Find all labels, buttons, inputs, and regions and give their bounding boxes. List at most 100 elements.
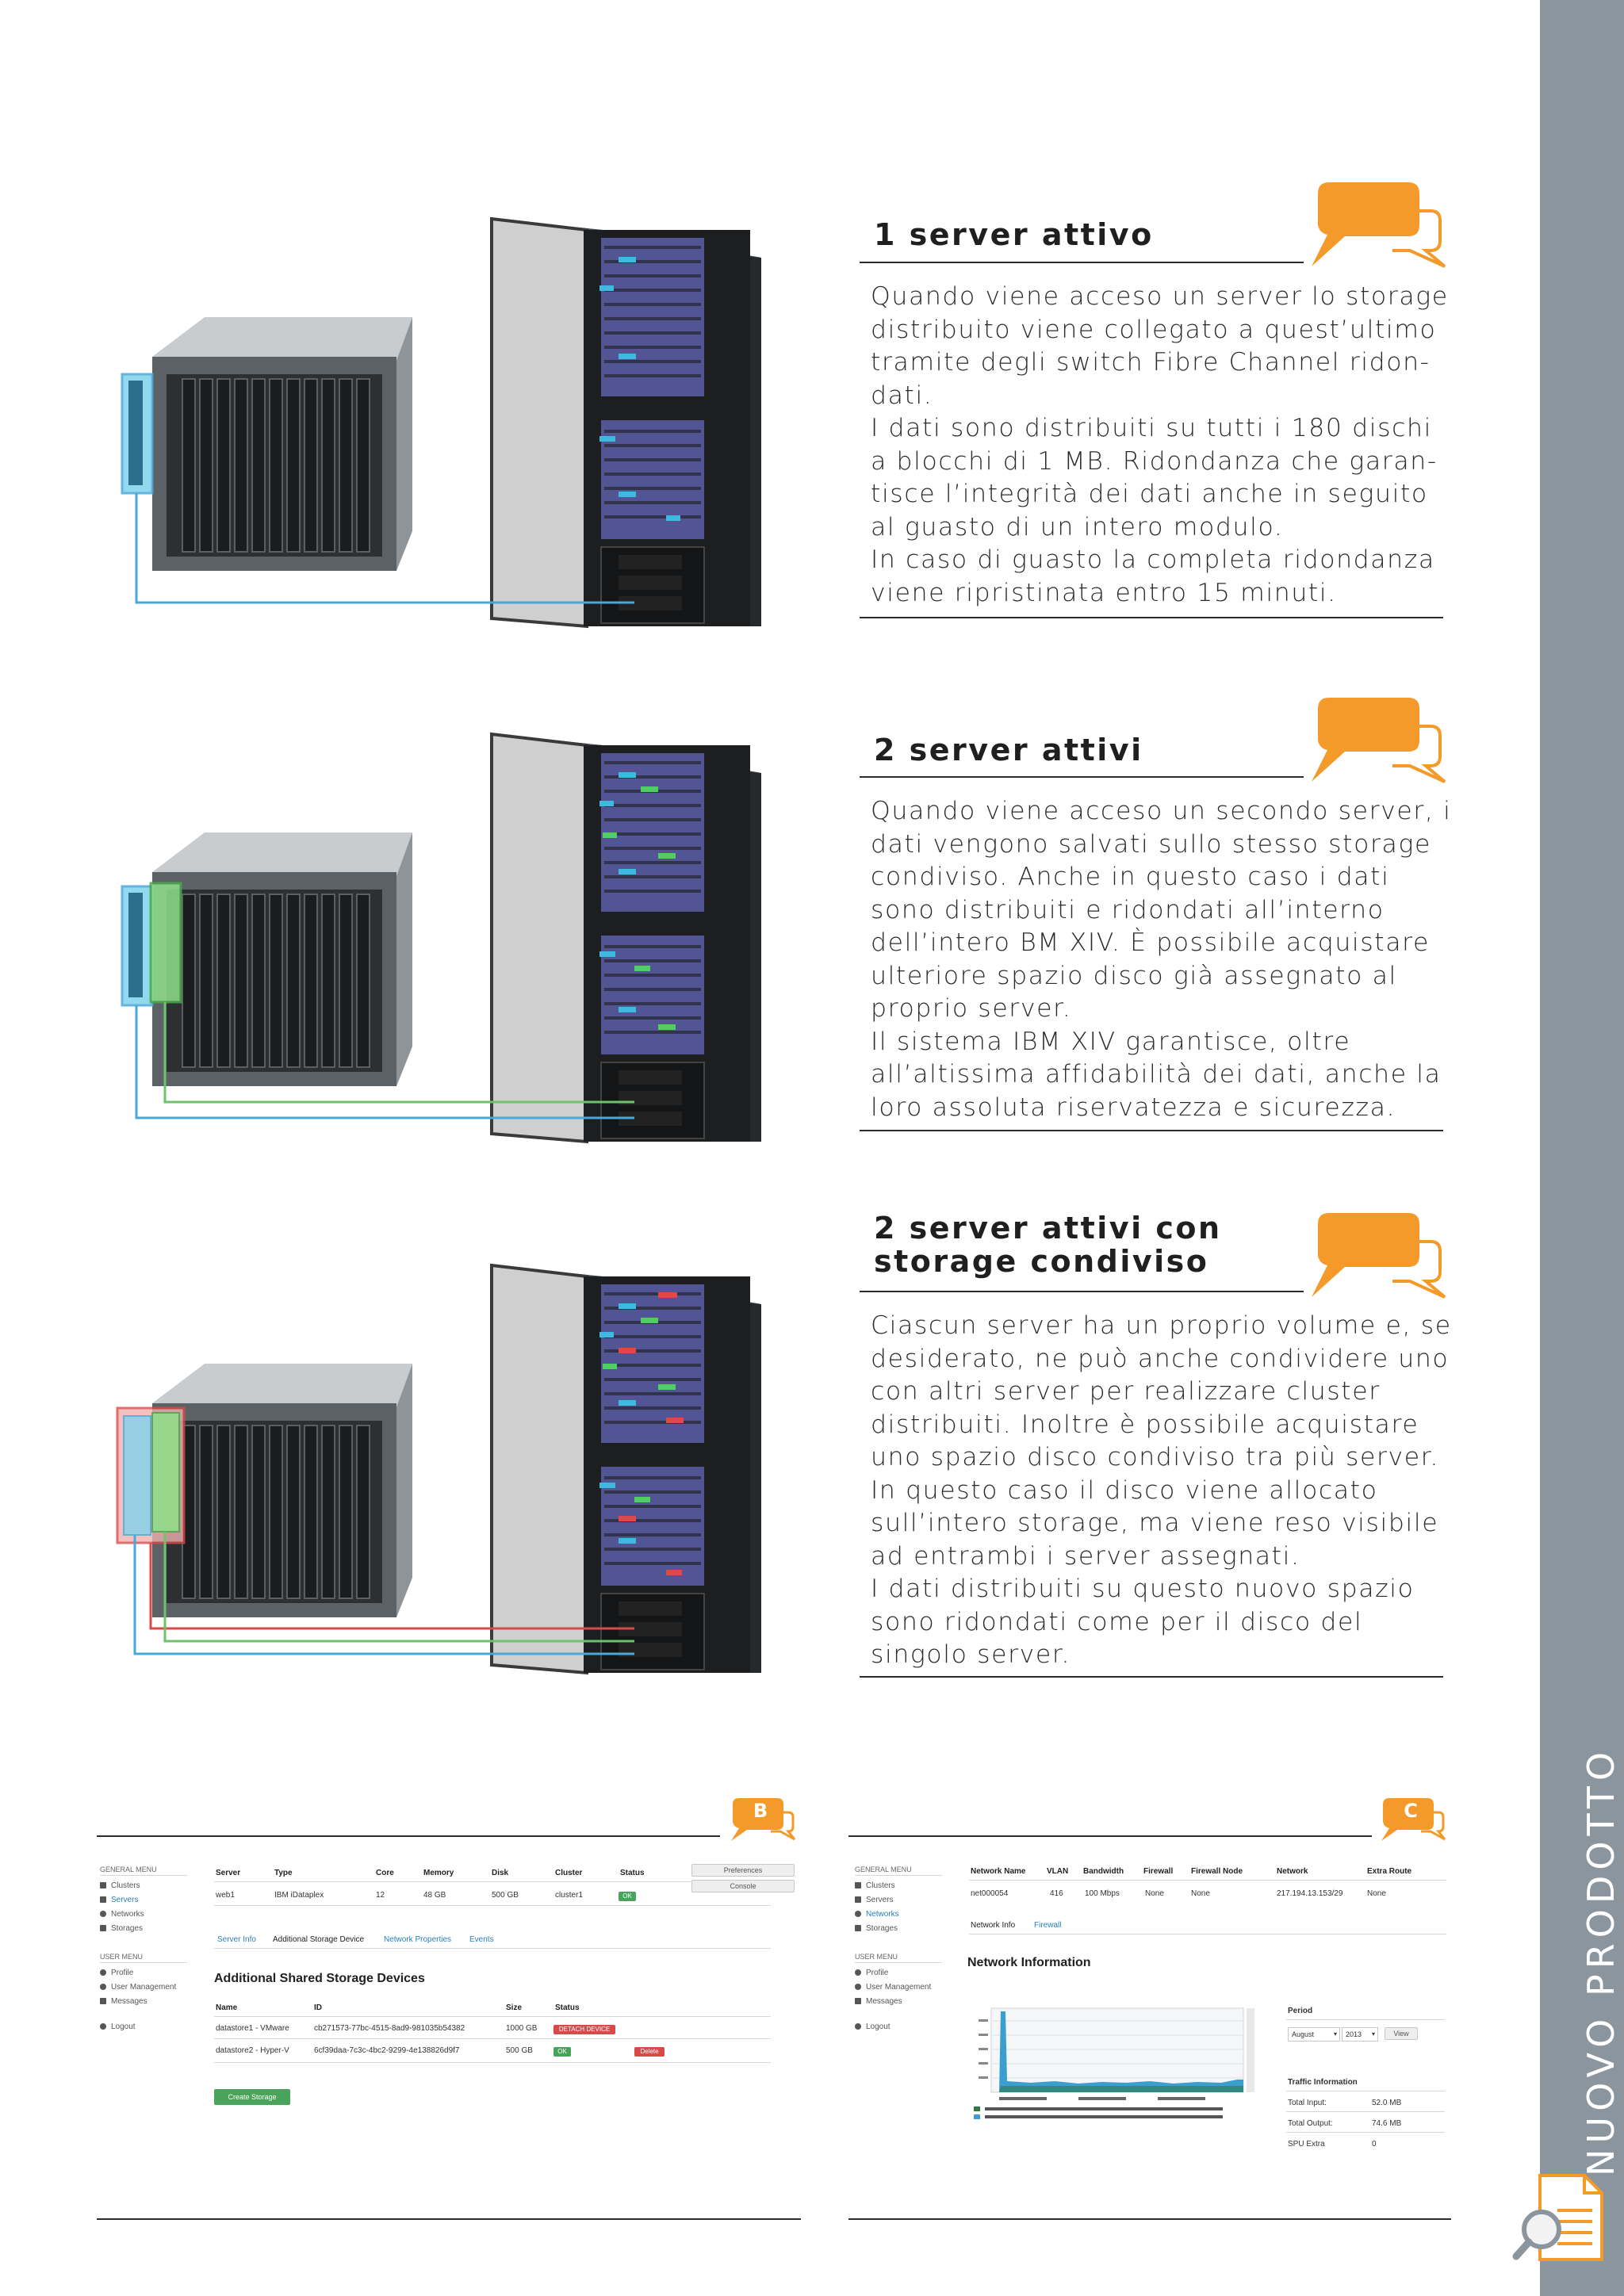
section-3-body: Ciascun server ha un proprio volume e, s… bbox=[871, 1311, 1452, 1669]
clusters-icon bbox=[100, 1882, 106, 1888]
server-row-core: 12 bbox=[376, 1891, 385, 1900]
section-3-title: 2 server attivi con storage condiviso bbox=[874, 1211, 1222, 1279]
tab-network-info[interactable]: Network Info bbox=[971, 1921, 1016, 1930]
user-management-icon bbox=[100, 1984, 106, 1990]
storage-row-1-id: cb271573-77bc-4515-8ad9-981035b54382 bbox=[314, 2024, 465, 2033]
storage-row-1-name[interactable]: datastore1 - VMware bbox=[216, 2024, 289, 2033]
menu-user-management[interactable]: User Management bbox=[100, 1983, 176, 1992]
network-row-vlan: 416 bbox=[1050, 1889, 1063, 1898]
tab-events[interactable]: Events bbox=[469, 1935, 494, 1944]
col-network-name: Network Name bbox=[971, 1867, 1026, 1876]
menu-servers[interactable]: Servers bbox=[100, 1896, 138, 1904]
total-input-label: Total Input: bbox=[1288, 2099, 1327, 2107]
networks-icon bbox=[100, 1911, 106, 1917]
section-1-bottom-rule bbox=[860, 617, 1443, 618]
detach-device-button[interactable]: DETACH DEVICE bbox=[553, 2025, 615, 2034]
panel-c-top-rule bbox=[848, 1835, 1372, 1837]
menu-clusters[interactable]: Clusters bbox=[855, 1881, 895, 1890]
section-2-title-rule bbox=[860, 776, 1304, 778]
server-row-disk: 500 GB bbox=[492, 1891, 519, 1900]
delete-button[interactable]: Delete bbox=[634, 2047, 665, 2057]
menu-storages[interactable]: Storages bbox=[100, 1924, 143, 1933]
server-row-type: IBM iDataplex bbox=[274, 1891, 324, 1900]
storage-row-1-size: 1000 GB bbox=[506, 2024, 538, 2033]
network-row-firewall-node: None bbox=[1191, 1889, 1210, 1898]
section-3-bottom-rule bbox=[860, 1676, 1443, 1678]
period-month-select[interactable]: August▾ bbox=[1288, 2027, 1340, 2042]
network-info-heading: Network Information bbox=[967, 1956, 1091, 1969]
menu-user-management[interactable]: User Management bbox=[855, 1983, 931, 1992]
menu-storages[interactable]: Storages bbox=[855, 1924, 898, 1933]
tab-additional-storage-device[interactable]: Additional Storage Device bbox=[273, 1935, 365, 1944]
servers-icon bbox=[855, 1896, 861, 1903]
logout-icon bbox=[855, 2023, 861, 2030]
traffic-chart bbox=[967, 2003, 1269, 2122]
col-status: Status bbox=[620, 1869, 645, 1877]
general-menu-header: GENERAL MENU bbox=[100, 1866, 157, 1873]
side-label: NUOVO PRODOTTO bbox=[1580, 1746, 1622, 2176]
storage-row-2-name[interactable]: datastore2 - Hyper-V bbox=[216, 2046, 289, 2055]
network-row-extra-route: None bbox=[1367, 1889, 1386, 1898]
menu-logout[interactable]: Logout bbox=[100, 2022, 136, 2031]
menu-profile[interactable]: Profile bbox=[855, 1969, 888, 1977]
server-storage-illustration-3 bbox=[116, 1263, 761, 1675]
panel-b-bottom-rule bbox=[97, 2218, 801, 2220]
total-input-value: 52.0 MB bbox=[1372, 2099, 1402, 2107]
col-vlan: VLAN bbox=[1047, 1867, 1069, 1876]
server-storage-illustration-1 bbox=[121, 216, 761, 629]
networks-icon bbox=[855, 1911, 861, 1917]
period-year-select[interactable]: 2013▾ bbox=[1342, 2027, 1378, 2042]
col-network: Network bbox=[1277, 1867, 1308, 1876]
section-2-bottom-rule bbox=[860, 1130, 1443, 1131]
menu-servers[interactable]: Servers bbox=[855, 1896, 893, 1904]
menu-clusters[interactable]: Clusters bbox=[100, 1881, 140, 1890]
spu-extra-value: 0 bbox=[1372, 2140, 1377, 2149]
chevron-down-icon: ▾ bbox=[1333, 2030, 1337, 2038]
col-storage-name: Name bbox=[216, 2003, 238, 2012]
col-memory: Memory bbox=[423, 1869, 454, 1877]
profile-icon bbox=[855, 1969, 861, 1976]
server-row-name[interactable]: web1 bbox=[216, 1891, 235, 1900]
tab-firewall[interactable]: Firewall bbox=[1034, 1921, 1062, 1930]
network-row-name[interactable]: net000054 bbox=[971, 1889, 1009, 1898]
section-1-body: Quando viene acceso un server lo storage… bbox=[871, 282, 1449, 607]
general-menu-header: GENERAL MENU bbox=[855, 1866, 912, 1873]
col-server: Server bbox=[216, 1869, 241, 1877]
speech-bubble-icon bbox=[1312, 182, 1446, 268]
col-firewall-node: Firewall Node bbox=[1191, 1867, 1243, 1876]
storages-icon bbox=[855, 1925, 861, 1931]
clusters-icon bbox=[855, 1882, 861, 1888]
preferences-button[interactable]: Preferences bbox=[691, 1864, 795, 1877]
create-storage-button[interactable]: Create Storage bbox=[214, 2089, 290, 2105]
col-firewall: Firewall bbox=[1143, 1867, 1174, 1876]
user-menu-header: USER MENU bbox=[100, 1953, 144, 1961]
messages-icon bbox=[100, 1998, 106, 2004]
menu-messages[interactable]: Messages bbox=[100, 1997, 147, 2006]
storages-icon bbox=[100, 1925, 106, 1931]
menu-networks[interactable]: Networks bbox=[855, 1910, 899, 1919]
menu-messages[interactable]: Messages bbox=[855, 1997, 902, 2006]
total-output-value: 74.6 MB bbox=[1372, 2119, 1402, 2128]
side-band bbox=[1540, 0, 1624, 2296]
panel-c-screenshot: GENERAL MENU Clusters Servers Networks S… bbox=[855, 1859, 1451, 2160]
menu-profile[interactable]: Profile bbox=[100, 1969, 133, 1977]
section-3-title-rule bbox=[860, 1291, 1304, 1292]
total-output-label: Total Output: bbox=[1288, 2119, 1333, 2128]
messages-icon bbox=[855, 1998, 861, 2004]
chevron-down-icon: ▾ bbox=[1371, 2030, 1375, 2038]
panel-b-badge: B bbox=[753, 1800, 768, 1822]
col-type: Type bbox=[274, 1869, 293, 1877]
tab-network-properties[interactable]: Network Properties bbox=[384, 1935, 452, 1944]
menu-networks[interactable]: Networks bbox=[100, 1910, 144, 1919]
storage-heading: Additional Shared Storage Devices bbox=[214, 1972, 425, 1985]
panel-b-screenshot: GENERAL MENU Clusters Servers Networks S… bbox=[97, 1859, 801, 2113]
spu-extra-label: SPU Extra bbox=[1288, 2140, 1325, 2149]
menu-logout[interactable]: Logout bbox=[855, 2022, 891, 2031]
user-management-icon bbox=[855, 1984, 861, 1990]
user-menu-header: USER MENU bbox=[855, 1953, 898, 1961]
console-button[interactable]: Console bbox=[691, 1880, 795, 1892]
tab-server-info[interactable]: Server Info bbox=[217, 1935, 256, 1944]
col-bandwidth: Bandwidth bbox=[1083, 1867, 1124, 1876]
panel-c-badge-bubble-icon bbox=[1381, 1798, 1446, 1841]
view-button[interactable]: View bbox=[1385, 2027, 1418, 2040]
